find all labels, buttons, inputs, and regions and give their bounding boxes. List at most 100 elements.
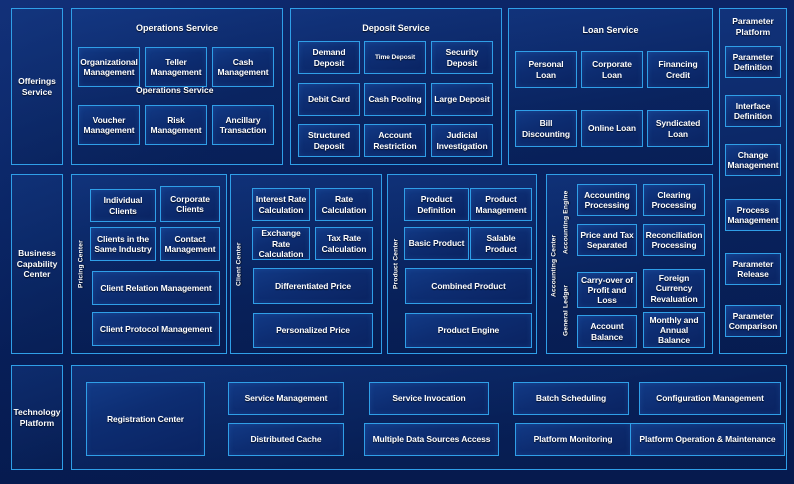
box-label: Clients in the Same Industry (94, 233, 152, 254)
box-label: Security Deposit (445, 47, 479, 68)
box-salable-product[interactable]: Salable Product (470, 227, 532, 260)
box-label: Product Engine (437, 325, 500, 336)
box-label: Monthly and Annual Balance (649, 314, 699, 345)
box-basic-product[interactable]: Basic Product (404, 227, 469, 260)
box-product-management[interactable]: Product Management (470, 188, 532, 221)
box-batch-scheduling[interactable]: Batch Scheduling (513, 382, 629, 415)
box-carry-over-of-profit-and-loss[interactable]: Carry-over of Profit and Loss (577, 272, 637, 308)
box-product-engine[interactable]: Product Engine (405, 313, 532, 348)
box-service-invocation[interactable]: Service Invocation (369, 382, 489, 415)
box-platform-monitoring[interactable]: Platform Monitoring (515, 423, 631, 456)
panel-deposit-service-title: Deposit Service (362, 23, 430, 33)
box-interface-definition[interactable]: Interface Definition (725, 95, 781, 127)
box-foreign-currency-revaluation[interactable]: Foreign Currency Revaluation (643, 269, 705, 308)
box-process-management[interactable]: Process Management (725, 199, 781, 231)
box-combined-product[interactable]: Combined Product (405, 268, 532, 304)
box-platform-operation-and-maintenance[interactable]: Platform Operation & Maintenance (630, 423, 785, 456)
box-label: Judicial Investigation (436, 130, 488, 151)
box-financing-credit[interactable]: Financing Credit (647, 51, 709, 88)
box-client-protocol-management[interactable]: Client Protocol Management (92, 312, 220, 346)
box-label: Multiple Data Sources Access (372, 434, 491, 445)
box-parameter-release[interactable]: Parameter Release (725, 253, 781, 285)
box-voucher-management[interactable]: Voucher Management (78, 105, 140, 145)
box-configuration-management[interactable]: Configuration Management (639, 382, 781, 415)
box-parameter-comparison[interactable]: Parameter Comparison (725, 305, 781, 337)
box-organizational-management[interactable]: Organizational Management (78, 47, 140, 87)
box-personal-loan[interactable]: Personal Loan (515, 51, 577, 88)
box-monthly-and-annual-balance[interactable]: Monthly and Annual Balance (643, 312, 705, 348)
box-label: Interest Rate Calculation (255, 194, 307, 215)
panel-accounting-center-vertical-label: Accounting Center (550, 234, 558, 298)
box-service-management[interactable]: Service Management (228, 382, 344, 415)
box-label: Personalized Price (276, 325, 350, 336)
box-rate-calculation[interactable]: Rate Calculation (315, 188, 373, 221)
box-exchange-rate-calculation[interactable]: Exchange Rate Calculation (252, 227, 310, 260)
rail-business-capability-center-label: Business Capability Center (16, 248, 58, 280)
box-label: Exchange Rate Calculation (258, 228, 304, 259)
box-registration-center[interactable]: Registration Center (86, 382, 205, 456)
box-label: Combined Product (431, 280, 506, 291)
box-multiple-data-sources-access[interactable]: Multiple Data Sources Access (364, 423, 499, 456)
box-label: Batch Scheduling (535, 393, 607, 404)
box-parameter-definition[interactable]: Parameter Definition (725, 46, 781, 78)
box-contact-management[interactable]: Contact Management (160, 227, 220, 261)
panel-accounting-engine-vertical-label: Accounting Engine (562, 190, 570, 254)
box-label: Tax Rate Calculation (321, 233, 367, 254)
box-label: Rate Calculation (321, 194, 367, 215)
box-account-balance[interactable]: Account Balance (577, 315, 637, 348)
box-label: Demand Deposit (312, 47, 346, 68)
box-label: Account Balance (590, 321, 624, 342)
box-label: Client Relation Management (100, 282, 212, 293)
rail-offerings-service-label: Offerings Service (18, 75, 56, 97)
box-cash-pooling[interactable]: Cash Pooling (364, 83, 426, 116)
box-label: Platform Operation & Maintenance (639, 434, 776, 445)
box-label: Price and Tax Separated (580, 229, 634, 250)
box-clearing-processing[interactable]: Clearing Processing (643, 184, 705, 216)
box-ancillary-transaction[interactable]: Ancillary Transaction (212, 105, 274, 145)
panel-product-center-vertical-label: Product Center (392, 238, 400, 290)
box-client-relation-management[interactable]: Client Relation Management (92, 271, 220, 305)
box-time-deposit[interactable]: Time Deposit (364, 41, 426, 74)
box-label: Product Definition (417, 194, 456, 215)
box-corporate-loan[interactable]: Corporate Loan (581, 51, 643, 88)
rail-business-capability-center[interactable]: Business Capability Center (11, 174, 63, 354)
box-accounting-processing[interactable]: Accounting Processing (577, 184, 637, 216)
box-large-deposit[interactable]: Large Deposit (431, 83, 493, 116)
box-label: Foreign Currency Revaluation (650, 273, 698, 304)
box-individual-clients[interactable]: Individual Clients (90, 189, 156, 222)
box-product-definition[interactable]: Product Definition (404, 188, 469, 221)
box-tax-rate-calculation[interactable]: Tax Rate Calculation (315, 227, 373, 260)
panel-pricing-center-vertical-label: Pricing Center (77, 240, 85, 288)
box-syndicated-loan[interactable]: Syndicated Loan (647, 110, 709, 147)
box-risk-management[interactable]: Risk Management (145, 105, 207, 145)
panel-general-ledger-vertical-label: General Ledger (562, 284, 570, 336)
box-account-restriction[interactable]: Account Restriction (364, 124, 426, 157)
box-online-loan[interactable]: Online Loan (581, 110, 643, 147)
panel-loan-service-title: Loan Service (582, 25, 639, 35)
box-cash-management[interactable]: Cash Management (212, 47, 274, 87)
box-differentiated-price[interactable]: Differentiated Price (253, 268, 373, 304)
box-reconciliation-processing[interactable]: Reconciliation Processing (643, 224, 705, 256)
rail-offerings-service[interactable]: Offerings Service (11, 8, 63, 165)
box-debit-card[interactable]: Debit Card (298, 83, 360, 116)
box-bill-discounting[interactable]: Bill Discounting (515, 110, 577, 147)
box-personalized-price[interactable]: Personalized Price (253, 313, 373, 348)
box-corporate-clients[interactable]: Corporate Clients (160, 186, 220, 222)
box-demand-deposit[interactable]: Demand Deposit (298, 41, 360, 74)
box-label: Contact Management (164, 233, 216, 254)
box-security-deposit[interactable]: Security Deposit (431, 41, 493, 74)
box-label: Platform Monitoring (533, 434, 613, 445)
box-judicial-investigation[interactable]: Judicial Investigation (431, 124, 493, 157)
box-clients-in-the-same-industry[interactable]: Clients in the Same Industry (90, 227, 156, 261)
box-structured-deposit[interactable]: Structured Deposit (298, 124, 360, 157)
box-teller-management[interactable]: Teller Management (145, 47, 207, 87)
box-change-management[interactable]: Change Management (725, 144, 781, 176)
box-label: Process Management (727, 204, 779, 225)
box-label: Configuration Management (656, 393, 764, 404)
box-distributed-cache[interactable]: Distributed Cache (228, 423, 344, 456)
rail-technology-platform[interactable]: Technology Platform (11, 365, 63, 470)
box-label: Financing Credit (658, 59, 698, 80)
box-price-and-tax-separated[interactable]: Price and Tax Separated (577, 224, 637, 256)
box-label: Cash Management (217, 56, 269, 77)
box-interest-rate-calculation[interactable]: Interest Rate Calculation (252, 188, 310, 221)
